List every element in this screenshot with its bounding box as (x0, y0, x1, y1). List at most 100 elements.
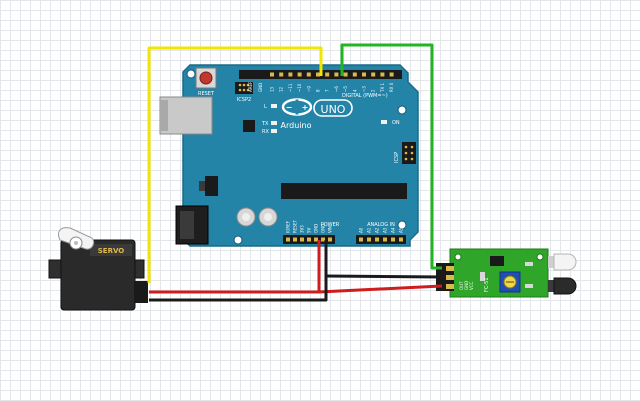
digital-pin (288, 72, 293, 77)
digital-pin-label: ~3 (362, 86, 367, 92)
digital-pin-label: TX 1 (380, 83, 385, 93)
regulator-tab (199, 181, 205, 191)
servo-label: SERVO (98, 247, 125, 255)
digital-pin-label: 12 (279, 86, 284, 92)
servo-connector (134, 281, 148, 303)
digital-pin (362, 72, 366, 77)
servo-body (60, 239, 136, 311)
mount-hole (233, 235, 243, 245)
aref-label: AREF (248, 81, 253, 92)
analog-label: ANALOG IN (367, 222, 395, 228)
power-pin-label: GND (321, 224, 326, 233)
on-label: ON (392, 120, 400, 126)
digital-pin (380, 72, 385, 77)
analog-pin-label: A4 (391, 227, 396, 233)
analog-pin (391, 237, 395, 242)
power-label: POWER (321, 222, 340, 228)
digital-pin-label: ~11 (288, 83, 293, 92)
atmega-chip (281, 183, 407, 199)
servo-ground-wire (149, 240, 328, 302)
analog-pin (383, 237, 387, 242)
led-tx-label: TX (261, 121, 269, 127)
icsp-label: ICSP (394, 152, 400, 163)
power-pin-label: 3V3 (300, 225, 305, 233)
ir-sensor-module: OUT GND VCC FC-51 (436, 248, 577, 298)
led-rx-label: RX (262, 129, 269, 135)
status-leds (271, 104, 387, 133)
power-pin (321, 237, 325, 242)
power-pin (300, 237, 304, 242)
power-pin-label: RESET (293, 220, 298, 233)
sensor-model-label: FC-51 (484, 277, 490, 292)
digital-pin-label: ~6 (334, 86, 339, 92)
reset-label: RESET (198, 91, 215, 97)
arduino-uno-board: RESET ICSP2 L TX RX ON − + Ardui (159, 64, 419, 247)
icsp-header (402, 142, 416, 164)
arduino-logo: − + (281, 98, 313, 116)
potentiometer[interactable] (499, 271, 521, 293)
digital-pin (297, 72, 302, 77)
regulator-chip (205, 176, 218, 196)
sensor-pin-gnd: GND (464, 281, 469, 290)
digital-pin (325, 72, 330, 77)
power-pin (328, 237, 332, 242)
usb-connector (159, 96, 213, 135)
dc-jack (175, 205, 209, 245)
power-pin-label: 5V (307, 227, 312, 233)
digital-pin-label: RX 0 (389, 82, 394, 92)
digital-pin (352, 72, 357, 77)
power-pin (286, 237, 290, 242)
led-l-label: L (264, 104, 267, 110)
servo-label-plate (90, 244, 132, 256)
power-pin (293, 237, 297, 242)
icsp2-header (235, 82, 253, 94)
digital-pin-label: ~9 (306, 86, 311, 92)
svg-text:+: + (302, 103, 309, 112)
analog-pin (367, 237, 371, 242)
digital-pin (316, 72, 320, 77)
analog-pin-label: A3 (383, 227, 388, 233)
analog-pin (399, 237, 403, 242)
sensor-pin-vcc: VCC (469, 281, 474, 290)
uno-badge (313, 99, 353, 117)
brand-label: Arduino (281, 121, 312, 130)
power-pin (307, 237, 311, 242)
wires (147, 43, 443, 302)
digital-pin (343, 72, 348, 77)
power-pin-label: IOREF (286, 220, 291, 233)
gnd-label: GND (258, 83, 263, 92)
usb-chip (243, 120, 255, 132)
analog-pin-label: A1 (367, 227, 372, 233)
sensor-signal-wire (340, 43, 442, 270)
digital-pin-label: ~10 (297, 83, 302, 92)
icsp2-label: ICSP2 (237, 97, 251, 103)
power-pin (314, 237, 318, 242)
sensor-ground-wire (325, 274, 443, 279)
digital-pin-label: 7 (325, 89, 330, 92)
digital-pin (334, 72, 339, 77)
servo-motor: SERVO (48, 227, 148, 311)
svg-text:−: − (286, 103, 293, 112)
digital-pin (306, 72, 311, 77)
mount-hole (397, 105, 407, 115)
ir-receiver-led (548, 277, 577, 295)
model-label: UNO (321, 103, 346, 116)
digital-pin-label: 8 (316, 89, 321, 92)
digital-pin-label: 4 (352, 89, 357, 92)
analog-pin-label: A0 (359, 227, 364, 233)
analog-pin-label: A2 (375, 227, 380, 233)
power-pin-label: GND (314, 224, 319, 233)
sensor-power-wire (318, 284, 443, 294)
reset-button[interactable] (195, 67, 217, 89)
power-pin-label: VIN (328, 226, 333, 233)
servo-signal-wire (147, 46, 323, 283)
digital-pin-label: 2 (371, 89, 376, 92)
mount-hole (397, 220, 407, 230)
servo-power-wire (149, 240, 321, 294)
digital-pin-label: ~5 (343, 86, 348, 92)
sensor-pin-out: OUT (459, 281, 464, 290)
ir-emitter-led (548, 253, 577, 271)
digital-pin (270, 72, 274, 77)
